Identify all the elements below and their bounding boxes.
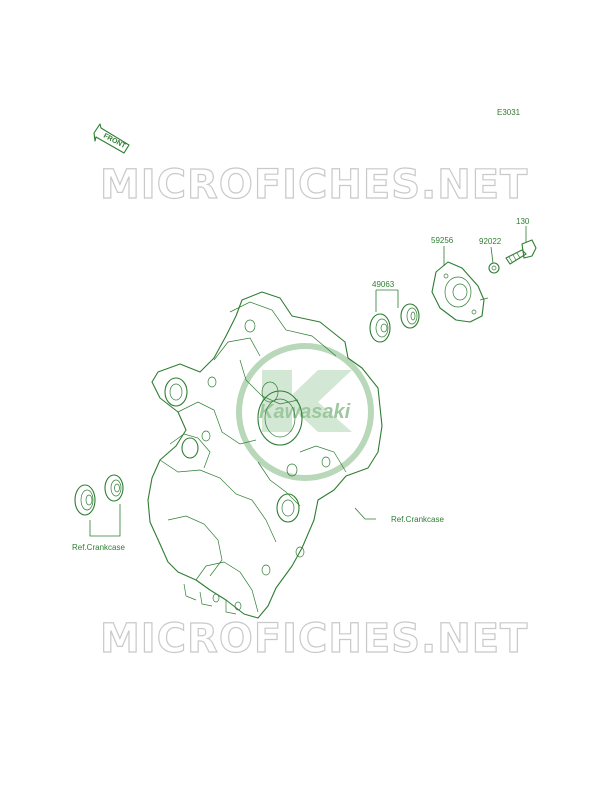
bearing-left-inner <box>104 474 124 502</box>
part-number-130: 130 <box>516 217 530 226</box>
bearing-left-outer <box>74 484 96 516</box>
plate-59256 <box>431 261 489 323</box>
crankcase-drawing <box>147 291 383 619</box>
ref-crankcase-right: Ref.Crankcase <box>391 515 444 524</box>
ref-code: E3031 <box>497 108 521 117</box>
watermark-top: MICROFICHES.NET <box>100 162 528 208</box>
oil-seal-49063 <box>369 313 391 343</box>
watermark-bottom: MICROFICHES.NET <box>100 616 528 662</box>
part-number-49063: 49063 <box>372 280 395 289</box>
logo-text: Kawasaki <box>259 401 351 423</box>
washer-92022 <box>488 262 500 274</box>
part-number-59256: 59256 <box>431 236 454 245</box>
leader-lines <box>89 226 527 537</box>
front-arrow-icon: FRONT <box>93 123 130 154</box>
ref-crankcase-left: Ref.Crankcase <box>72 543 125 552</box>
part-number-92022: 92022 <box>479 237 502 246</box>
bolt-130 <box>505 239 537 265</box>
bearing-right <box>400 303 420 329</box>
kawasaki-logo: Kawasaki <box>236 343 374 481</box>
